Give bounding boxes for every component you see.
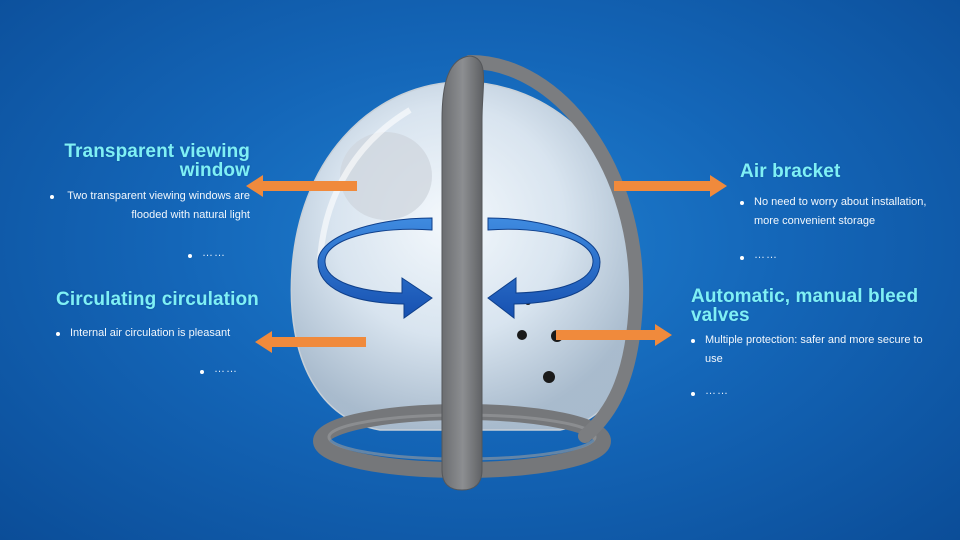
- bleed-valve-holes: [517, 299, 563, 383]
- feature-air-bracket: Air bracket No need to worry about insta…: [740, 162, 950, 261]
- feature-title: Air bracket: [740, 161, 841, 182]
- feature-more: ……: [188, 247, 250, 259]
- feature-bullet: No need to worry about installation, mor…: [740, 193, 950, 231]
- feature-more: ……: [691, 385, 941, 397]
- feature-bullet: Multiple protection: safer and more secu…: [691, 331, 941, 369]
- rotation-arrow-right-icon: [487, 217, 601, 320]
- feature-more: ……: [740, 249, 950, 261]
- feature-viewing-window: Transparent viewing window Two transpare…: [40, 142, 250, 259]
- center-frame: [441, 55, 485, 491]
- feature-bullet: Internal air circulation is pleasant: [56, 324, 286, 343]
- feature-more: ……: [200, 363, 286, 375]
- feature-bleed-valves: Automatic, manual bleed valves Multiple …: [691, 287, 941, 397]
- feature-title: Automatic, manual bleed valves: [691, 286, 919, 326]
- feature-circulation: Circulating circulation Internal air cir…: [56, 290, 286, 375]
- feature-title: Circulating circulation: [56, 289, 259, 310]
- rotation-arrow-left-icon: [317, 217, 433, 319]
- air-bracket-frame: [463, 55, 644, 443]
- callout-arrow-icon: [246, 175, 727, 353]
- feature-title: Transparent viewing window: [64, 141, 250, 181]
- feature-bullet: Two transparent viewing windows are floo…: [40, 187, 250, 225]
- viewing-window-shape: [340, 132, 432, 220]
